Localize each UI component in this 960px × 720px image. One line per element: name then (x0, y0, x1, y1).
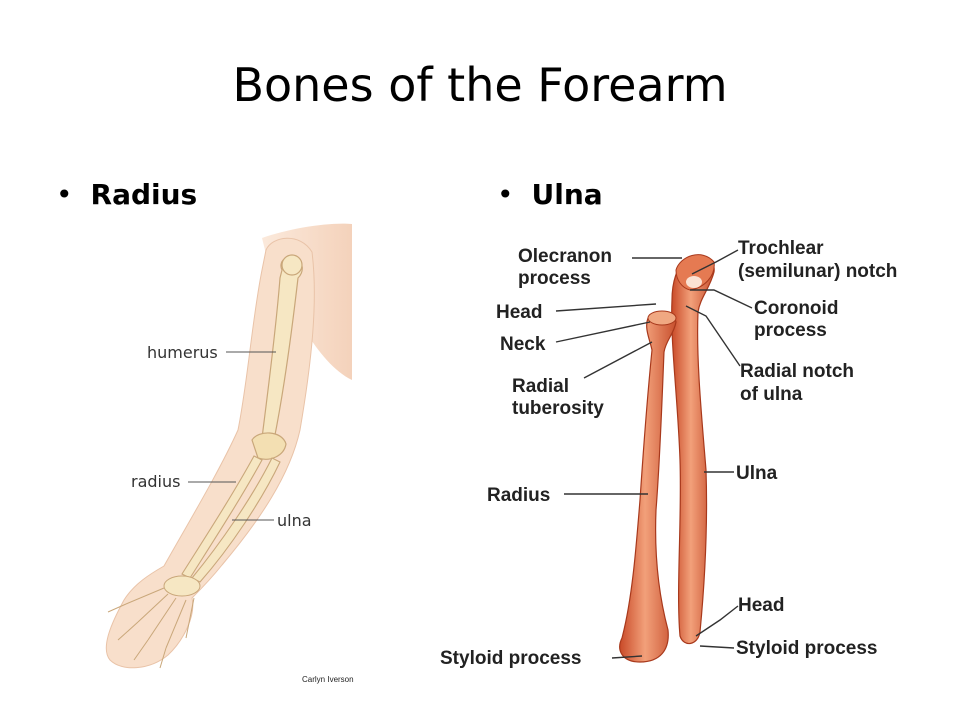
label-radius: radius (131, 472, 180, 491)
neck-leader (555, 321, 651, 343)
bullet-radius-label: Radius (90, 178, 198, 211)
trochlear-notch-area (686, 276, 702, 288)
coronoid-leader (690, 289, 753, 309)
styloid-right-leader (699, 645, 735, 649)
bullet-dot-icon: • (497, 178, 514, 211)
label-radial-tuberosity-2: tuberosity (512, 398, 604, 419)
styloid-left-leader (611, 655, 643, 659)
label-radial-notch-1: Radial notch (740, 361, 854, 382)
label-coronoid-2: process (754, 320, 827, 341)
label-trochlear-1: Trochlear (738, 238, 824, 259)
bullet-dot-icon: • (56, 178, 73, 211)
bullet-ulna: • Ulna (497, 178, 603, 211)
bullet-ulna-label: Ulna (531, 178, 603, 211)
radial-head (647, 310, 677, 326)
head-bottom-leader (695, 605, 739, 637)
slide-title: Bones of the Forearm (232, 58, 728, 112)
label-olecranon-1: Olecranon (518, 246, 612, 267)
label-ulna-bone: Ulna (736, 463, 778, 484)
label-ulna: ulna (277, 511, 312, 530)
trochlear-leader (691, 249, 739, 275)
label-radius-bone: Radius (487, 485, 550, 506)
hand-bones (107, 575, 201, 669)
label-radial-tuberosity-1: Radial (512, 376, 569, 397)
radius-bone (619, 312, 677, 663)
label-head-top: Head (496, 302, 542, 323)
label-styloid-left: Styloid process (440, 648, 582, 669)
label-styloid-right: Styloid process (736, 638, 878, 659)
ulna-bone (671, 255, 715, 645)
forearm-bones-illustration: Olecranon process Head Neck Radial tuber… (440, 238, 897, 669)
elbow-joint (251, 432, 287, 460)
label-head-bottom: Head (738, 595, 784, 616)
label-radial-notch-2: of ulna (740, 384, 803, 405)
head-top-leader (555, 303, 657, 312)
arm-skin (105, 237, 315, 669)
radial-notch-leader (685, 305, 741, 367)
label-trochlear-2: (semilunar) notch (738, 261, 897, 282)
label-coronoid-1: Coronoid (754, 298, 838, 319)
radial-tuberosity-leader (583, 341, 653, 379)
label-neck: Neck (500, 334, 546, 355)
humerus-head (281, 254, 303, 276)
label-humerus: humerus (147, 343, 218, 362)
bullet-radius: • Radius (56, 178, 197, 211)
arm-illustration: humerus radius ulna Carlyn Iverson (105, 223, 354, 684)
image-credit: Carlyn Iverson (302, 675, 354, 684)
label-olecranon-2: process (518, 268, 591, 289)
